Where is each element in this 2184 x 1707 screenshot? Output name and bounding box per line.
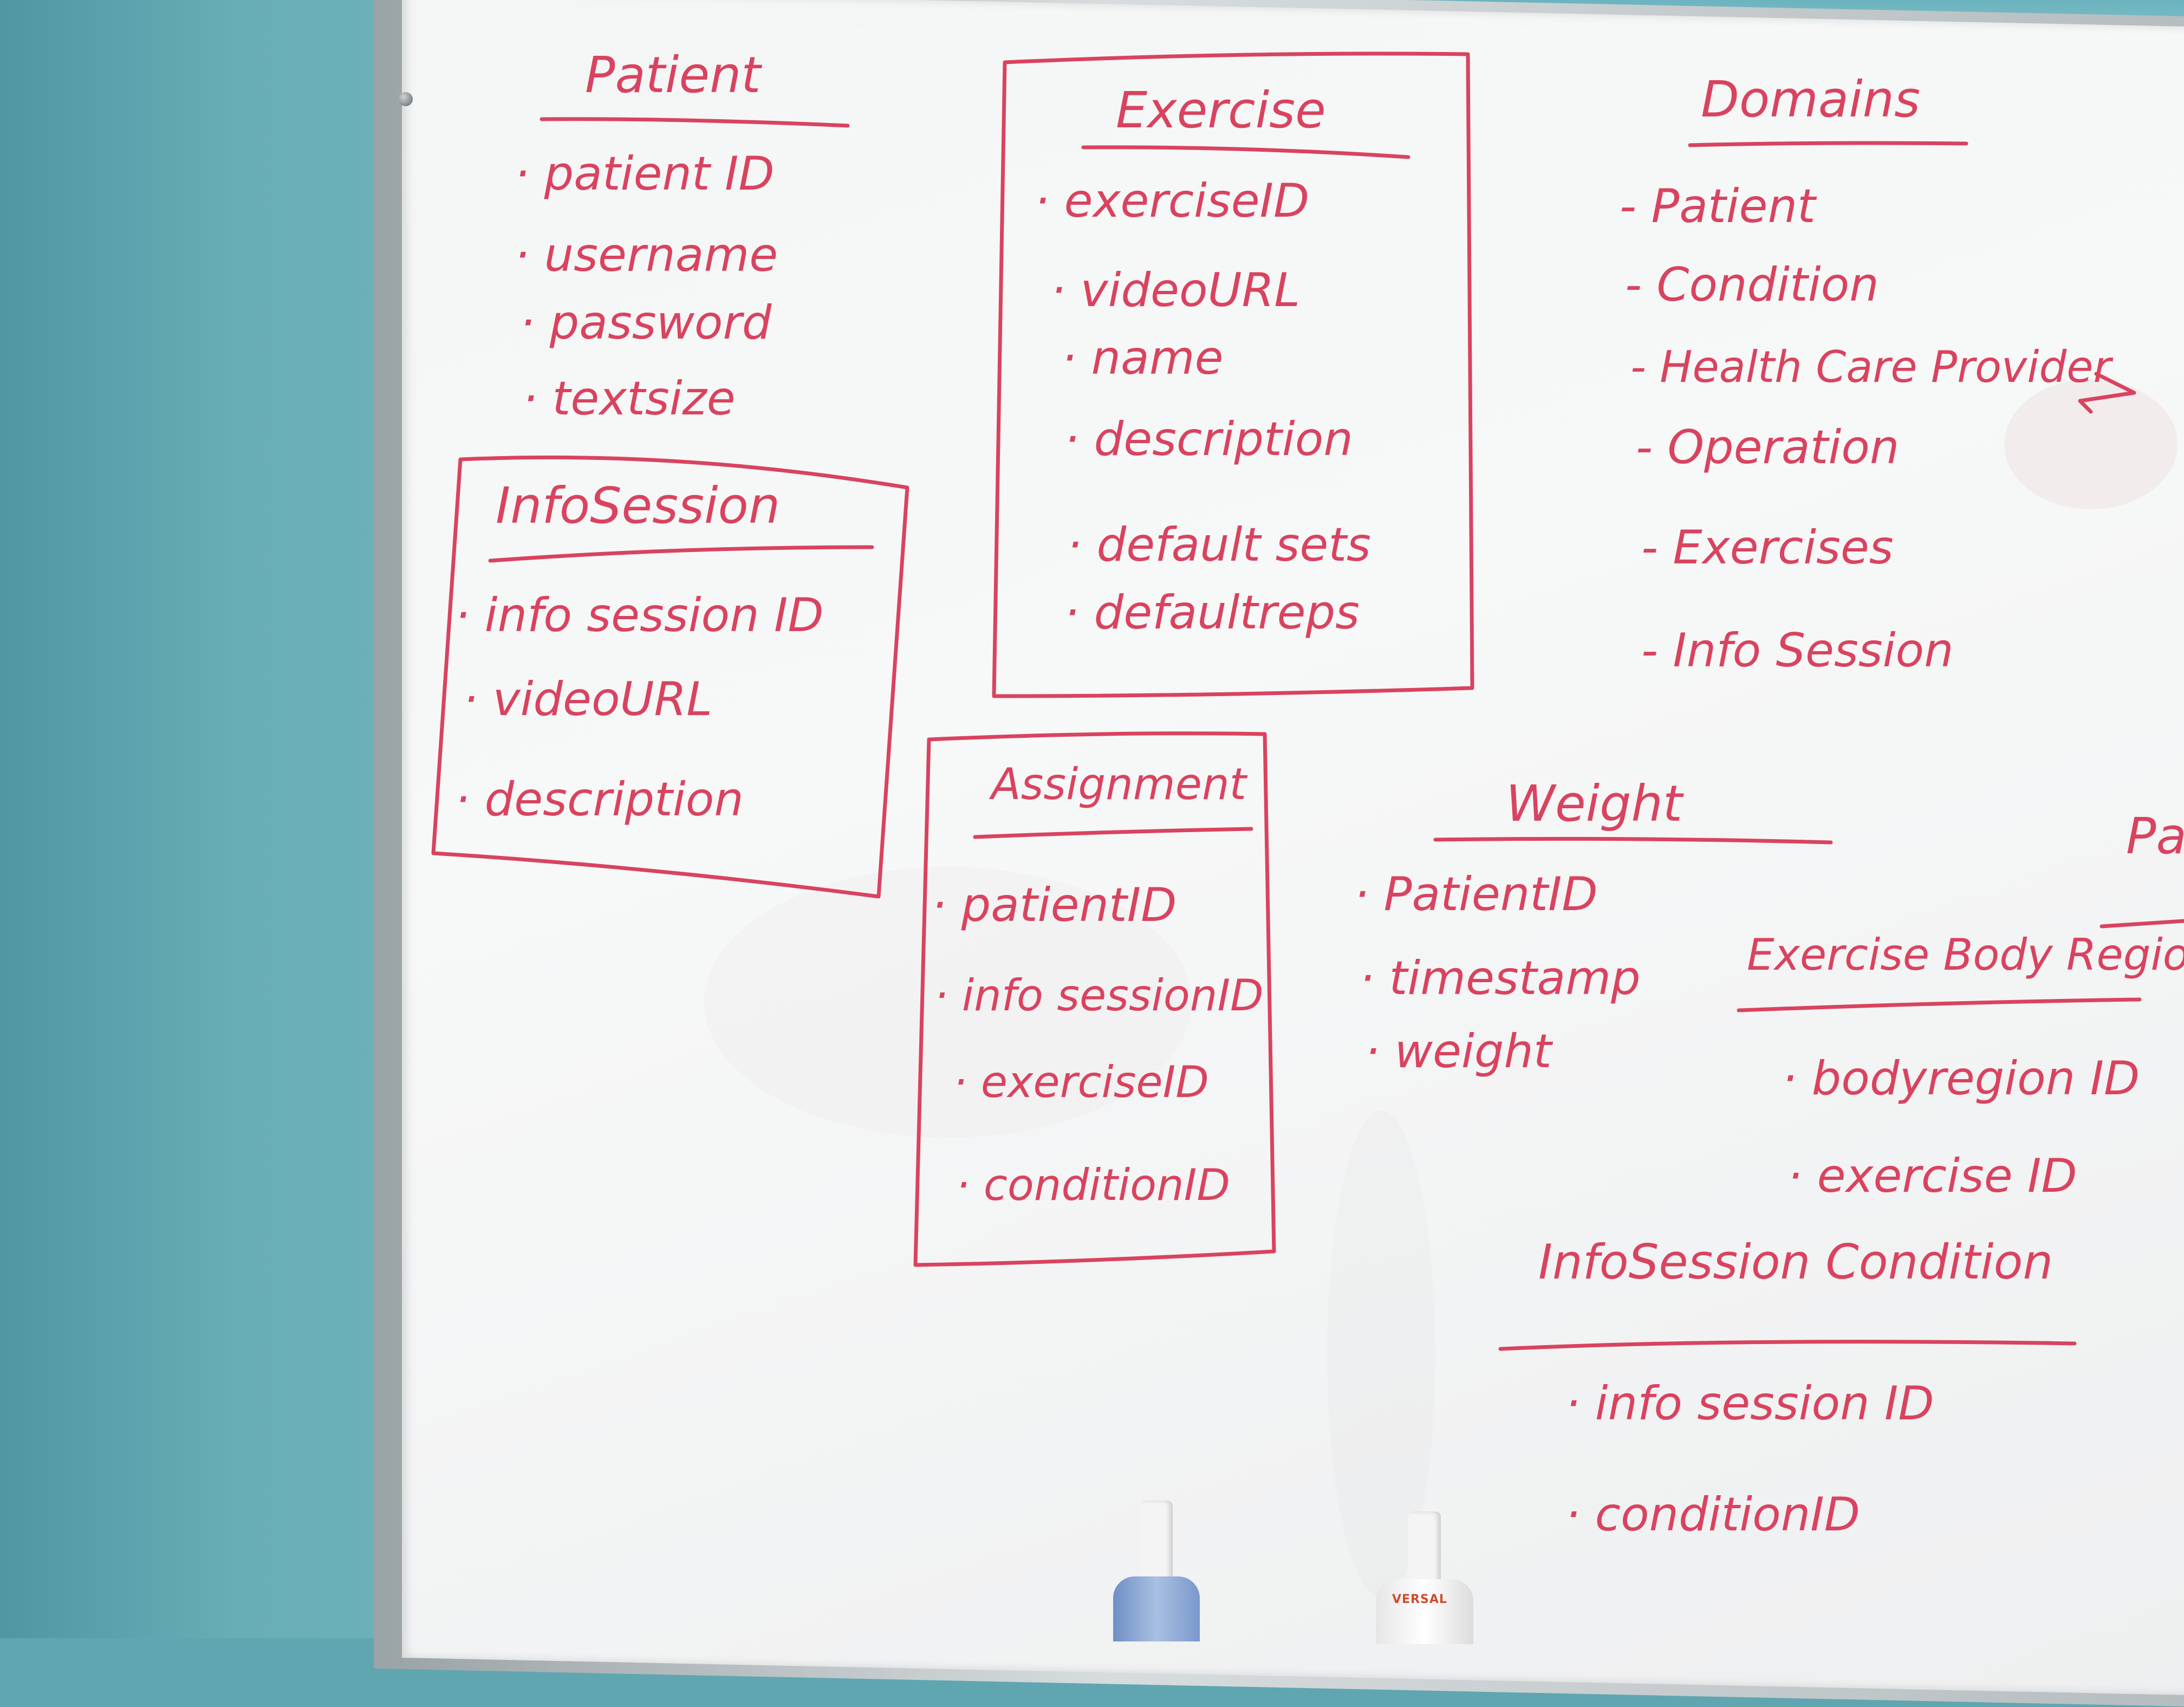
info-session-condition-underline bbox=[1498, 1340, 2077, 1351]
spray-bottle-left bbox=[1105, 1501, 1208, 1641]
whiteboard-ink: Patient · patient ID · username · passwo… bbox=[431, 46, 2184, 1542]
info-session-item: · info session ID bbox=[455, 588, 824, 642]
exercise-item: · description bbox=[1064, 412, 1353, 466]
info-session-condition-item: · info session ID bbox=[1565, 1377, 1934, 1431]
exercise-item: · default sets bbox=[1067, 518, 1371, 572]
exercise-underline bbox=[1081, 145, 1410, 159]
assignment-underline bbox=[973, 827, 1253, 839]
arrow-mark bbox=[2078, 372, 2136, 414]
patient-item: · textsize bbox=[523, 372, 736, 426]
domains-item: - Condition bbox=[1625, 258, 1879, 312]
spray-nozzle bbox=[1140, 1501, 1173, 1582]
cutoff-text: Pat bbox=[2126, 807, 2184, 865]
patient-item: · patient ID bbox=[515, 147, 775, 201]
domains-item: - Operation bbox=[1636, 420, 1899, 475]
patient-title: Patient bbox=[585, 46, 762, 104]
domains-list: Domains - Patient - Condition - Health C… bbox=[1620, 70, 2136, 678]
exercise-title: Exercise bbox=[1116, 81, 1326, 139]
exercise-item: · name bbox=[1062, 331, 1224, 385]
info-session-condition-title: InfoSession Condition bbox=[1538, 1234, 2053, 1290]
weight-title: Weight bbox=[1506, 775, 1684, 833]
domains-title: Domains bbox=[1701, 70, 1920, 128]
weight-item: · PatientID bbox=[1354, 867, 1598, 921]
bottle-body bbox=[1376, 1579, 1473, 1644]
patient-underline bbox=[540, 117, 850, 128]
domains-item: - Exercises bbox=[1641, 521, 1894, 575]
ink-smudge bbox=[704, 867, 1192, 1138]
info-session-item: · videoURL bbox=[463, 672, 712, 726]
weight-item: · timestamp bbox=[1360, 951, 1641, 1005]
info-session-entity: InfoSession · info session ID · videoURL… bbox=[431, 455, 909, 899]
exercise-item: · exerciseID bbox=[1035, 174, 1309, 228]
assignment-item: · info sessionID bbox=[934, 970, 1264, 1021]
info-session-box bbox=[431, 455, 909, 899]
patient-item: · username bbox=[515, 228, 778, 282]
assignment-title: Assignment bbox=[989, 759, 1248, 809]
spray-nozzle bbox=[1408, 1511, 1441, 1585]
exercise-box bbox=[992, 51, 1474, 698]
exercise-body-region-entity: Exercise Body Region · bodyregion ID · e… bbox=[1737, 807, 2184, 1203]
assignment-item: · conditionID bbox=[956, 1160, 1230, 1210]
exercise-item: · videoURL bbox=[1051, 263, 1300, 317]
info-session-condition-entity: InfoSession Condition · info session ID … bbox=[1498, 1234, 2077, 1542]
info-session-condition-item: · conditionID bbox=[1565, 1488, 1860, 1542]
assignment-item: · patientID bbox=[932, 878, 1176, 932]
weight-underline bbox=[1433, 836, 1833, 845]
domains-item: - Info Session bbox=[1641, 624, 1954, 678]
domains-underline bbox=[1688, 141, 1968, 147]
info-session-underline bbox=[488, 545, 874, 563]
domains-item: - Health Care Provider bbox=[1630, 342, 2114, 392]
weight-entity: Weight · PatientID · timestamp · weight bbox=[1354, 775, 1833, 1079]
assignment-box bbox=[913, 731, 1276, 1267]
info-session-title: InfoSession bbox=[496, 477, 780, 535]
spray-bottle-right: VERSAL bbox=[1370, 1511, 1479, 1644]
bottle-body bbox=[1113, 1576, 1200, 1641]
patient-item: · password bbox=[520, 296, 772, 350]
domains-item: - Patient bbox=[1620, 179, 1817, 233]
bottle-label: VERSAL bbox=[1392, 1593, 1447, 1606]
exercise-body-region-item: · bodyregion ID bbox=[1782, 1052, 2140, 1106]
exercise-entity: Exercise · exerciseID · videoURL · name … bbox=[992, 51, 1474, 698]
assignment-item: · exerciseID bbox=[953, 1057, 1209, 1107]
info-session-item: · description bbox=[455, 773, 744, 827]
assignment-entity: Assignment · patientID · info sessionID … bbox=[913, 731, 1276, 1267]
exercise-body-region-underline bbox=[1737, 997, 2142, 1012]
patient-entity: Patient · patient ID · username · passwo… bbox=[515, 46, 850, 426]
exercise-body-region-item: · exercise ID bbox=[1787, 1149, 2077, 1203]
cutoff-underline bbox=[2100, 919, 2184, 929]
weight-item: · weight bbox=[1365, 1024, 1554, 1079]
mounting-pin bbox=[399, 92, 413, 106]
wall-left bbox=[0, 0, 401, 1638]
exercise-item: · defaultreps bbox=[1064, 586, 1360, 640]
exercise-body-region-title: Exercise Body Region bbox=[1747, 930, 2184, 980]
